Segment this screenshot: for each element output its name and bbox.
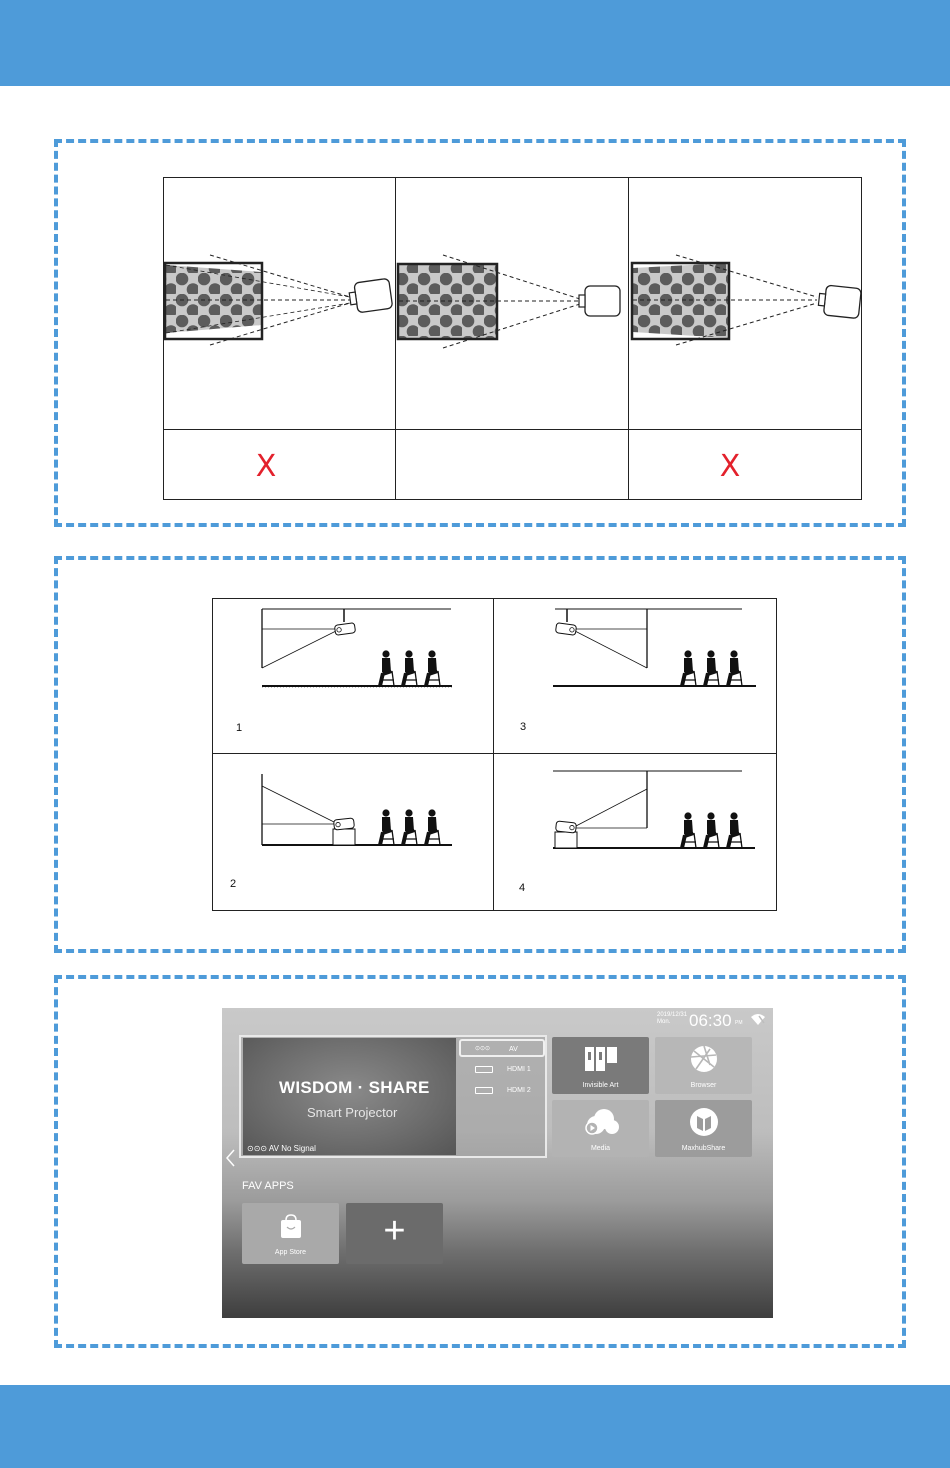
ampm: PM <box>735 1020 743 1026</box>
source-panel: WISDOM · SHARE Smart Projector ⊙⊙⊙ AV No… <box>239 1035 547 1158</box>
signal-status: ⊙⊙⊙ AV No Signal <box>247 1144 316 1153</box>
share-icon <box>689 1107 719 1137</box>
av-jack-icon: ⊙⊙⊙ <box>475 1045 490 1052</box>
install-number: 2 <box>230 878 236 890</box>
preview-brand: WISDOM · SHARE <box>279 1078 430 1098</box>
browser-icon <box>690 1045 718 1073</box>
install-number: 3 <box>520 721 526 733</box>
clock: 06:30 <box>689 1011 732 1031</box>
footer-band <box>0 1385 950 1468</box>
app-tile-maxhubshare[interactable]: MaxhubShare <box>655 1100 752 1157</box>
chevron-left-icon[interactable] <box>225 1149 235 1167</box>
app-tile-media[interactable]: Media <box>552 1100 649 1157</box>
install-number: 1 <box>236 722 242 734</box>
preview-subtitle: Smart Projector <box>307 1105 397 1120</box>
install-panel-2 <box>262 774 452 845</box>
shopping-bag-icon <box>280 1215 302 1239</box>
add-app-button[interactable]: + <box>346 1203 443 1264</box>
app-tile-browser[interactable]: Browser <box>655 1037 752 1094</box>
hdmi-icon <box>475 1066 493 1073</box>
hdmi-icon <box>475 1087 493 1094</box>
source-preview[interactable]: WISDOM · SHARE Smart Projector ⊙⊙⊙ AV No… <box>243 1038 456 1155</box>
app-tile-invisible-art[interactable]: Invisible Art <box>552 1037 649 1094</box>
install-panel-4 <box>553 771 755 848</box>
app-tile-app-store[interactable]: App Store <box>242 1203 339 1264</box>
source-av[interactable]: ⊙⊙⊙ AV <box>459 1039 545 1057</box>
install-number: 4 <box>519 882 525 894</box>
install-panel-1 <box>262 609 452 687</box>
fav-apps-label: FAV APPS <box>242 1180 294 1192</box>
gallery-icon <box>585 1047 617 1071</box>
media-cloud-icon <box>582 1108 620 1136</box>
install-panel-3 <box>553 609 756 686</box>
plus-icon: + <box>346 1211 443 1251</box>
installation-diagram: 1 3 2 4 <box>0 0 950 950</box>
wifi-icon <box>750 1013 766 1026</box>
source-hdmi-1[interactable]: HDMI 1 <box>459 1061 545 1079</box>
source-hdmi-2[interactable]: HDMI 2 <box>459 1082 545 1100</box>
av-jack-icon: ⊙⊙⊙ <box>247 1144 267 1153</box>
